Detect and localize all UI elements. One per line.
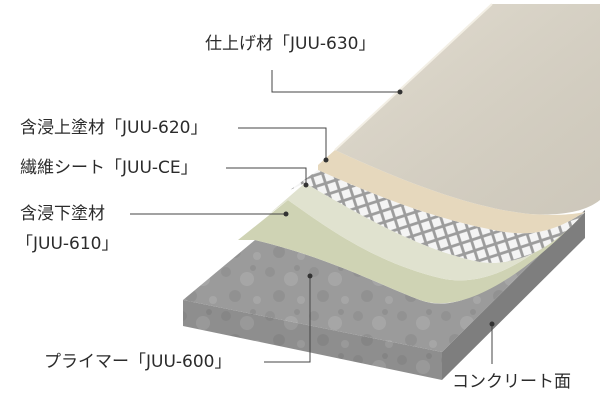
leader-upper-coat	[238, 127, 327, 160]
concrete-top	[183, 210, 585, 352]
upper-coat-layer	[318, 150, 585, 234]
primer-layer	[238, 200, 585, 304]
label-finish: 仕上げ材「JUU-630」	[205, 34, 376, 54]
label-fiber-sheet: 繊維シート「JUU-CE」	[20, 158, 198, 178]
concrete-front-face	[183, 300, 442, 380]
label-lower-coat-line1: 含浸下塗材	[20, 204, 105, 224]
lower-coat-layer	[268, 183, 585, 281]
label-concrete: コンクリート面	[452, 372, 571, 392]
leader-lines	[130, 70, 493, 364]
leader-fiber-sheet	[226, 167, 307, 185]
leader-dots	[283, 89, 495, 327]
label-primer: プライマー「JUU-600」	[44, 352, 232, 372]
fiber-sheet-layer	[290, 170, 585, 263]
concrete-side-face	[442, 210, 585, 380]
leader-primer	[264, 276, 311, 363]
label-upper-coat: 含浸上塗材「JUU-620」	[20, 118, 208, 138]
label-lower-coat-line2: 「JUU-610」	[16, 234, 119, 254]
leader-finish	[271, 70, 400, 93]
